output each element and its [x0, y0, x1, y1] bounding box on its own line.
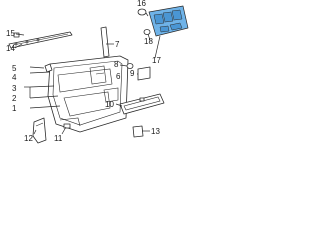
callout-16: 16: [137, 0, 146, 8]
part-door-trim-panel: [47, 55, 129, 133]
part-vertical-seal: [100, 26, 110, 58]
callout-13: 13: [151, 127, 160, 136]
callout-15: 15: [6, 29, 15, 38]
callout-11: 11: [54, 134, 63, 143]
callout-8: 8: [114, 60, 119, 69]
part-window-switch-assembly: [148, 5, 189, 37]
part-bracket-13: [132, 125, 144, 138]
callout-6: 6: [116, 72, 121, 81]
part-belt-molding: [8, 31, 73, 49]
callout-18: 18: [144, 37, 153, 46]
part-clip-8: [126, 63, 134, 69]
callout-2: 2: [12, 94, 17, 103]
part-switch-bezel: [119, 93, 165, 115]
leader-lines: [14, 12, 161, 135]
callout-17: 17: [152, 56, 161, 65]
callout-labels: 15 14 5 4 3 2 1 6 7 8 9 10 11 12 13 16 1…: [6, 0, 161, 143]
part-bracket-12: [32, 117, 47, 144]
callout-7: 7: [115, 40, 120, 49]
part-cap-16: [137, 8, 147, 16]
callout-10: 10: [105, 100, 114, 109]
callout-3: 3: [12, 84, 17, 93]
callout-9: 9: [130, 69, 135, 78]
callout-4: 4: [12, 73, 17, 82]
part-clip-11: [63, 123, 71, 129]
part-clip-15: [13, 32, 20, 38]
part-cover-9: [137, 66, 151, 81]
door-trim-parts-diagram: 15 14 5 4 3 2 1 6 7 8 9 10 11 12 13 16 1…: [6, 0, 189, 144]
callout-5: 5: [12, 64, 17, 73]
part-retainer-18: [143, 29, 151, 35]
part-clip-5: [44, 63, 53, 73]
callout-12: 12: [24, 134, 33, 143]
callout-14: 14: [6, 44, 15, 53]
callout-1: 1: [12, 104, 17, 113]
